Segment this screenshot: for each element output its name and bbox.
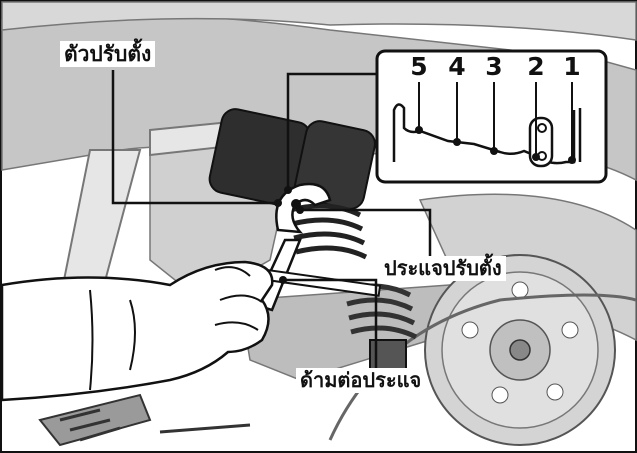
adjuster-label: ตัวปรับตั้ง	[60, 41, 156, 68]
inset-source-dot	[284, 186, 292, 194]
footpeg	[38, 393, 251, 447]
extension-handle-label: ด้ามต่อประแจ	[296, 368, 426, 393]
position-number-5: 5	[410, 52, 428, 81]
position-number-1: 1	[563, 52, 581, 81]
position-number-3: 3	[485, 52, 503, 81]
position-number-2: 2	[527, 52, 545, 81]
callout-lines	[111, 70, 432, 368]
wrench-label: ประแจปรับตั้ง	[380, 256, 506, 281]
rear-sprocket	[424, 254, 616, 446]
position-number-4: 4	[448, 52, 466, 81]
wrench-point-dot	[296, 206, 304, 214]
adjuster-point-dot	[274, 199, 282, 207]
adjuster-detail-inset	[375, 49, 608, 184]
hand	[0, 260, 274, 402]
handle-point-dot	[279, 276, 287, 284]
